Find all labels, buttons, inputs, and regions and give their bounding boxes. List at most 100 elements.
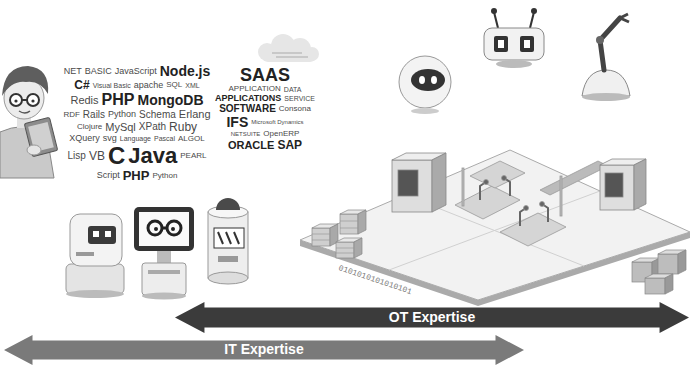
factory-floor (300, 150, 690, 306)
eye-robot (531, 8, 537, 14)
double-arrow-band: OT Expertise (175, 302, 689, 333)
word-cloud-term: DATA (284, 86, 302, 93)
cylinder-robot (208, 272, 248, 284)
assembly-line (540, 161, 608, 195)
eye-robot (496, 60, 532, 68)
cylinder-robot (208, 212, 248, 278)
word-cloud-term: SAP (277, 139, 302, 151)
eye-robot (494, 12, 498, 28)
assembly-line (480, 178, 548, 226)
double-arrow-shape (175, 302, 689, 333)
word-cloud-term: VB (89, 150, 105, 162)
eye-robot (494, 36, 508, 52)
monitor-robot (142, 263, 186, 295)
robot-arm (600, 18, 620, 70)
word-cloud-term: APPLICATIONS (215, 94, 281, 103)
word-cloud-term: ORACLE (228, 140, 274, 151)
cloud-bubble (272, 53, 302, 54)
word-cloud-term: Pascal (154, 135, 175, 142)
assembly-line (560, 176, 562, 216)
assembly-line (462, 168, 464, 206)
robot-arm (582, 70, 630, 96)
monitor-robot (162, 227, 167, 230)
eye-robot (524, 40, 530, 48)
cnc-machine (392, 153, 446, 212)
monitor-robot (154, 227, 158, 231)
word-cloud-term: svg (103, 134, 117, 143)
service-robot (105, 231, 111, 237)
word-cloud-term: JavaScript (115, 67, 157, 76)
monitor-robot (157, 251, 171, 263)
robot-arm (582, 93, 630, 101)
developer-figure (27, 94, 39, 106)
developer-figure (22, 99, 27, 101)
cloud-bubble (262, 49, 316, 62)
monitor-robot (167, 221, 181, 235)
word-cloud-term: NETSUITE (231, 131, 261, 137)
cloud-bubble (276, 57, 308, 58)
pallet-boxes (665, 274, 673, 294)
word-cloud-term: PHP (102, 92, 135, 108)
eye-robot (491, 8, 497, 14)
cylinder-robot (218, 256, 238, 262)
developer-figure (10, 94, 22, 106)
word-cloud-term: Python (108, 110, 136, 119)
word-cloud-term: SERVICE (284, 95, 315, 102)
cylinder-robot (214, 228, 244, 248)
cnc-machine (392, 160, 432, 212)
word-cloud-term: PEARL (180, 152, 206, 160)
word-cloud-term: C# (74, 79, 89, 91)
eye-robot (530, 12, 534, 28)
word-cloud-term: Redis (70, 95, 98, 106)
word-cloud-term: Clojure (77, 123, 102, 131)
word-cloud-term: MongoDB (137, 93, 203, 107)
developer-figure (0, 66, 58, 178)
press-machine (634, 159, 646, 210)
robot-arm (620, 14, 629, 22)
sphere-robot (411, 108, 439, 114)
sphere-robot (399, 56, 451, 114)
eye-robot (484, 28, 544, 60)
assembly-line (540, 202, 545, 207)
assembly-line (524, 206, 529, 211)
cnc-machine (398, 170, 418, 196)
assembly-line (502, 176, 507, 181)
cylinder-robot (216, 198, 240, 210)
service-robot (76, 252, 94, 256)
assembly-line (484, 180, 489, 185)
assembly-line (500, 213, 566, 246)
cylinder-robot (208, 198, 248, 284)
band-label: IT Expertise (224, 342, 303, 357)
sphere-robot (419, 76, 425, 84)
developer-figure (31, 99, 34, 102)
cylinder-robot (218, 232, 239, 244)
service-robot (66, 290, 124, 298)
double-arrow-band: IT Expertise (4, 335, 524, 365)
word-cloud-term: APPLICATION (229, 85, 281, 93)
developer-figure (2, 66, 48, 96)
word-cloud-term: XQuery (69, 134, 100, 143)
server-rack (340, 214, 358, 234)
service-robot (66, 264, 124, 294)
server-rack (354, 238, 362, 258)
word-cloud-term: BASIC (85, 67, 112, 76)
word-cloud-term: Language (120, 135, 151, 142)
word-cloud-term: Node.js (160, 64, 211, 78)
word-cloud-term: SOFTWARE (219, 104, 276, 114)
word-cloud-term: NET (64, 67, 82, 76)
word-cloud-term: SQL (166, 81, 182, 89)
server-rack (312, 228, 330, 246)
robot-arm (596, 36, 604, 44)
word-cloud-term: OpenERP (263, 130, 299, 138)
double-arrow-shape (4, 335, 524, 365)
monitor-robot (134, 207, 194, 300)
eye-robot (520, 36, 534, 52)
eye-robot (498, 40, 504, 48)
word-cloud-term: Erlang (179, 109, 211, 120)
band-label: OT Expertise (389, 310, 475, 325)
server-rack (312, 210, 366, 258)
sphere-robot (431, 76, 437, 84)
press-machine (605, 173, 623, 197)
press-machine (600, 159, 646, 210)
word-cloud-term: PHP (123, 169, 150, 182)
